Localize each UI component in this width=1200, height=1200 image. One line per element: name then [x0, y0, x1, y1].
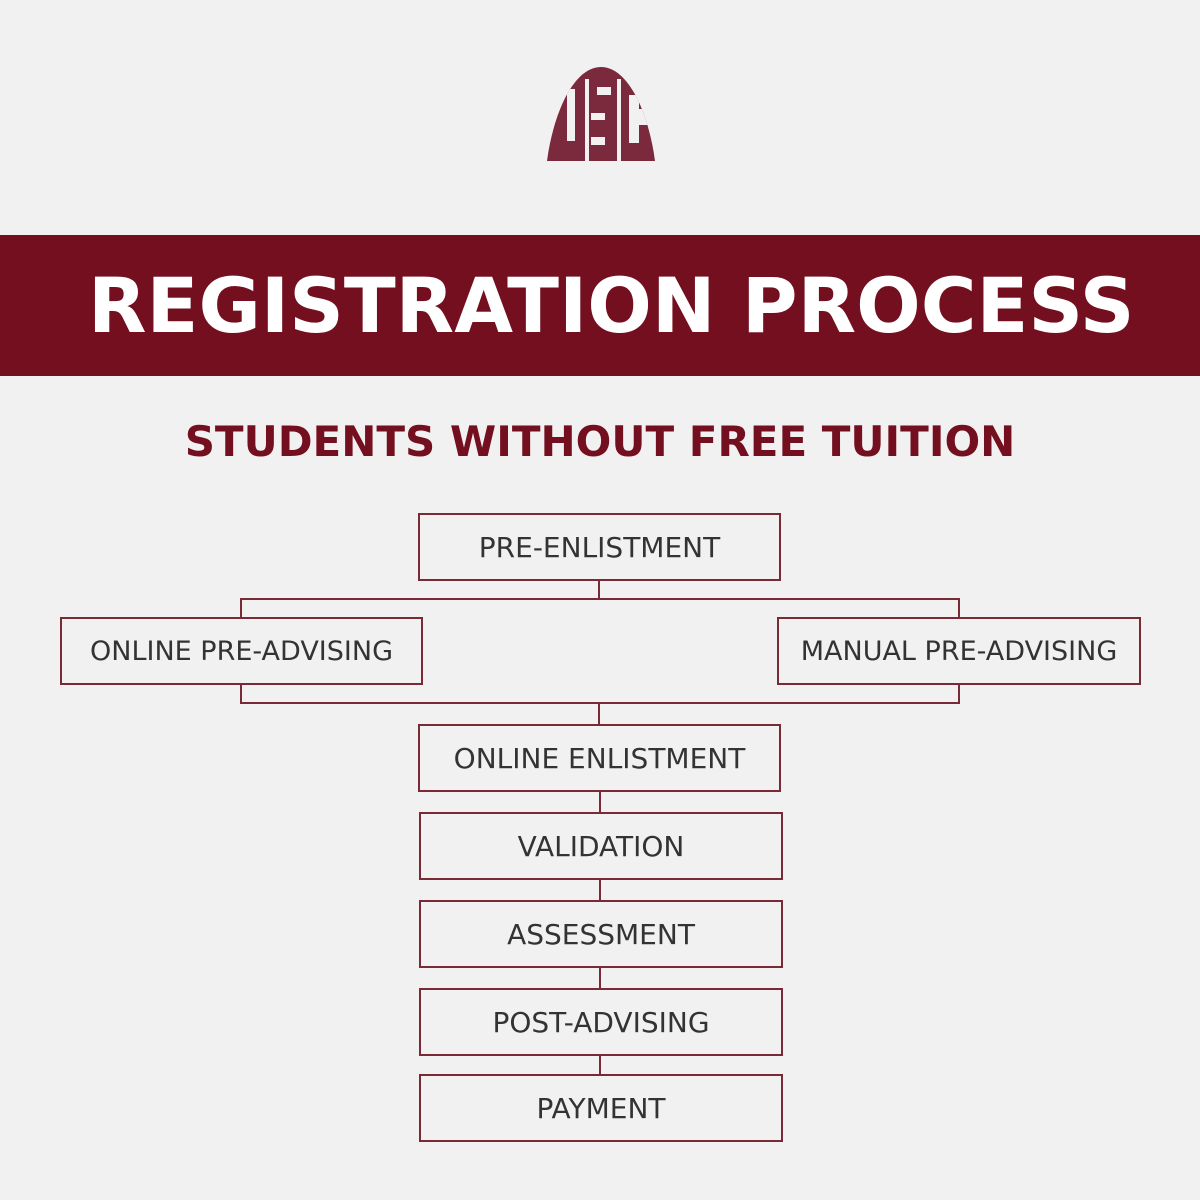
step-online-enlistment-label: ONLINE ENLISTMENT — [453, 741, 746, 775]
page-subtitle: STUDENTS WITHOUT FREE TUITION — [184, 417, 1016, 466]
connector-bottom-merge — [240, 684, 960, 704]
step-online-pre-advising: ONLINE PRE-ADVISING — [60, 617, 423, 685]
step-manual-pre-advising-label: MANUAL PRE-ADVISING — [800, 635, 1118, 667]
step-manual-pre-advising: MANUAL PRE-ADVISING — [777, 617, 1141, 685]
title-banner — [0, 235, 1200, 376]
step-pre-enlistment: PRE-ENLISTMENT — [418, 513, 781, 581]
step-assessment-label: ASSESSMENT — [507, 917, 695, 951]
step-online-pre-advising-label: ONLINE PRE-ADVISING — [90, 635, 393, 667]
step-validation-label: VALIDATION — [517, 829, 685, 863]
connector-top-branch — [240, 598, 960, 618]
usc-logo — [547, 67, 655, 161]
step-validation: VALIDATION — [419, 812, 783, 880]
step-online-enlistment: ONLINE ENLISTMENT — [418, 724, 781, 792]
step-pre-enlistment-label: PRE-ENLISTMENT — [478, 530, 721, 564]
step-payment-label: PAYMENT — [536, 1091, 666, 1125]
page-title: REGISTRATION PROCESS — [88, 261, 1135, 350]
step-post-advising: POST-ADVISING — [419, 988, 783, 1056]
step-post-advising-label: POST-ADVISING — [492, 1005, 710, 1039]
step-payment: PAYMENT — [419, 1074, 783, 1142]
step-assessment: ASSESSMENT — [419, 900, 783, 968]
